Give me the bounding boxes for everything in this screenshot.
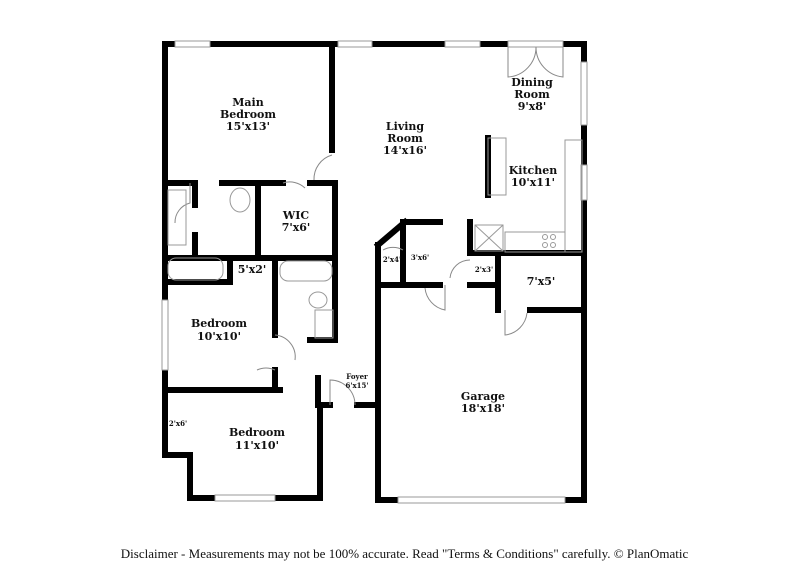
kitchen-counter (564, 139, 583, 253)
living-room-label: Living (386, 120, 424, 133)
closet-2x6-size: 2'x6' (169, 419, 187, 428)
stove-icon (542, 234, 548, 240)
fridge-icon (474, 224, 504, 252)
vanity-icon (167, 189, 187, 246)
closet-2x4-size: 2'x4' (383, 255, 401, 264)
room-labels: Main Bedroom 15'x13' Living Room 14'x16'… (169, 76, 557, 452)
bedroom-2-label: Bedroom (191, 317, 247, 330)
bedroom-2-size: 10'x10' (197, 330, 241, 343)
fixtures (167, 137, 583, 339)
wic-label: WIC (282, 209, 309, 222)
garage-label: Garage (461, 390, 505, 403)
bedroom-3-size: 11'x10' (235, 439, 279, 452)
windows (161, 40, 588, 504)
closet-3x6-size: 3'x6' (411, 253, 429, 262)
foyer-size: 6'x15' (345, 381, 368, 390)
kitchen-island (487, 137, 507, 196)
living-room-label-2: Room (387, 132, 423, 145)
disclaimer: Disclaimer - Measurements may not be 100… (120, 546, 689, 561)
main-bedroom-label: Main (232, 96, 263, 109)
sink-icon (314, 309, 334, 339)
closet-5x2-size: 5'x2' (238, 263, 267, 276)
closet-2x3-size: 2'x3' (475, 265, 493, 274)
garage-size: 18'x18' (461, 402, 505, 415)
toilet-icon (308, 291, 328, 309)
dining-room-label: Dining (511, 76, 553, 89)
bathtub-icon (279, 260, 333, 282)
kitchen-size: 10'x11' (511, 176, 555, 189)
main-bedroom-size: 15'x13' (226, 120, 270, 133)
main-bedroom-label-2: Bedroom (220, 108, 276, 121)
kitchen-label: Kitchen (509, 164, 558, 177)
dining-room-size: 9'x8' (518, 100, 547, 113)
storage-7x5-size: 7'x5' (527, 275, 556, 288)
wic-size: 7'x6' (282, 221, 311, 234)
bedroom-3-label: Bedroom (229, 426, 285, 439)
living-room-size: 14'x16' (383, 144, 427, 157)
bathtub-icon (167, 257, 224, 281)
doors (174, 46, 564, 406)
kitchen-counter (504, 231, 566, 253)
foyer-label: Foyer (346, 372, 368, 381)
toilet-icon (229, 187, 251, 213)
dining-room-label-2: Room (514, 88, 550, 101)
